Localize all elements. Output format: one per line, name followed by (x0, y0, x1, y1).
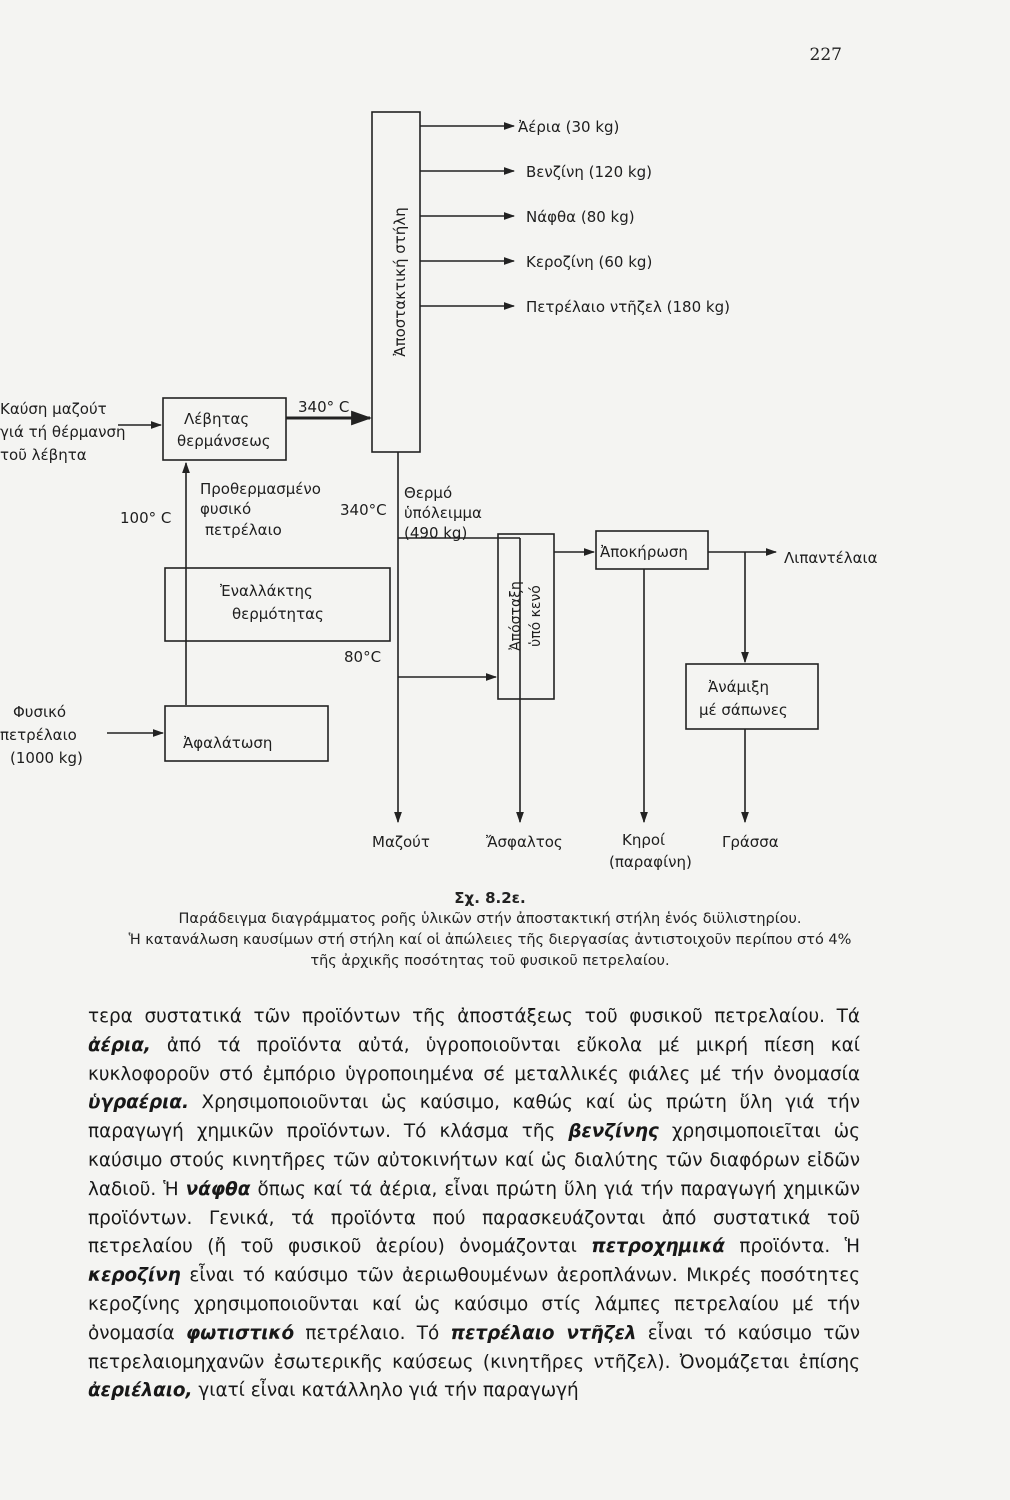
output-kerosene: Κεροζίνη (60 kg) (526, 253, 652, 271)
term-kerosene: κεροζίνη (88, 1265, 181, 1287)
mixing-box (685, 663, 819, 730)
body-text-10: γιατί εἶναι κατάλληλο γιά τήν παραγωγή (192, 1380, 579, 1402)
distillation-column-box (371, 111, 421, 453)
caption-line-3: τῆς ἀρχικῆς ποσότητας τοῦ φυσικοῦ πετρελ… (310, 953, 670, 969)
temp-340-mid: 340°C (340, 501, 387, 519)
residue-line-2: ὑπόλειμμα (404, 504, 482, 522)
body-text-1: τερα συστατικά τῶν προϊόντων τῆς ἀποστάξ… (88, 1006, 860, 1027)
figure-caption: Σχ. 8.2ε. Παράδειγμα διαγράμματος ροῆς ὑ… (60, 888, 920, 972)
temp-340-top: 340° C (298, 398, 349, 416)
mixing-label-1: Ἀνάμιξη (708, 678, 769, 696)
flow-diagram: Ἀποστακτική στήλη Ἀέρια (30 kg) Βενζίνη … (0, 111, 878, 871)
desalting-label: Ἀφαλάτωση (183, 734, 272, 752)
preheated-line-3: πετρέλαιο (205, 521, 282, 539)
heat-exchanger-box (164, 567, 391, 642)
caption-line-2: Ἡ κατανάλωση καυσίμων στή στήλη καί οἱ ἀ… (128, 932, 852, 948)
caption-line-1: Παράδειγμα διαγράμματος ροῆς ὑλικῶν στήν… (178, 911, 802, 927)
body-text-7: εἶναι τό καύσιμο τῶν ἀεριωθουμένων ἀεροπ… (88, 1265, 860, 1344)
body-text-3: Χρησιμοποιοῦνται ὡς καύσιμο, καθώς καί ὡ… (88, 1092, 860, 1143)
term-lamp-oil: φωτιστικό (185, 1322, 295, 1344)
output-gasoline: Βενζίνη (120 kg) (526, 163, 652, 181)
preheated-line-2: φυσικό (200, 500, 251, 518)
lubricants-label: Λιπαντέλαια (784, 549, 878, 567)
crude-line-2: πετρέλαιο (0, 726, 77, 744)
boiler-fuel-line-3: τοῦ λέβητα (0, 446, 87, 464)
caption-number: Σχ. 8.2ε. (454, 889, 526, 907)
residue-line-3: (490 kg) (404, 524, 467, 542)
body-text-9: εἶναι τό καύσιμο τῶν πετρελαιομηχανῶν ἐσ… (88, 1322, 860, 1373)
vacuum-column-box (497, 533, 555, 700)
bottom-asphalt: Ἄσφαλτος (486, 833, 563, 851)
term-gases: ἀέρια, (88, 1034, 151, 1056)
page-number: 227 (809, 45, 842, 65)
residue-line-1: Θερμό (404, 484, 452, 502)
term-naphtha: νάφθα (185, 1178, 251, 1200)
boiler-fuel-line-1: Καύση μαζούτ (0, 400, 107, 418)
boiler-label-1: Λέβητας (184, 410, 249, 428)
term-gasoline: βενζίνης (568, 1121, 659, 1143)
body-text-8: πετρέλαιο. Τό (294, 1322, 451, 1344)
vacuum-label-2: ὑπό κενό (528, 585, 544, 647)
body-text-5: ὅπως καί τά ἀέρια, εἶναι πρώτη ὕλη γιά τ… (88, 1178, 860, 1258)
boiler-label-2: θερμάνσεως (177, 432, 271, 450)
body-text-6: προϊόντα. Ἡ (724, 1236, 860, 1258)
dewaxing-label: Ἀποκήρωση (600, 543, 688, 561)
exchanger-label-1: Ἐναλλάκτης (220, 582, 313, 600)
vacuum-label-1: Ἀπόσταξη (508, 581, 524, 651)
crude-line-1: Φυσικό (13, 703, 66, 721)
bottom-grease: Γράσσα (722, 833, 779, 851)
body-text-2: ἀπό τά προϊόντα αὐτά, ὑγροποιοῦνται εὔκο… (88, 1034, 860, 1085)
output-gases: Ἀέρια (30 kg) (518, 118, 619, 136)
boiler-box (162, 397, 287, 461)
temp-80: 80°C (344, 648, 381, 666)
exchanger-label-2: θερμότητας (232, 605, 324, 623)
term-diesel: πετρέλαιο ντῆζελ (450, 1322, 637, 1344)
term-lpg: ὑγραέρια. (88, 1092, 189, 1114)
term-petrochemical: πετροχημικά (591, 1236, 725, 1258)
body-paragraph: τερα συστατικά τῶν προϊόντων τῆς ἀποστάξ… (88, 1003, 860, 1406)
output-diesel: Πετρέλαιο ντῆζελ (180 kg) (526, 298, 730, 316)
dewaxing-box (595, 530, 709, 570)
crude-line-3: (1000 kg) (10, 749, 83, 767)
desalting-box (164, 705, 329, 762)
column-label: Ἀποστακτική στήλη (391, 207, 409, 356)
mixing-label-2: μέ σάπωνες (699, 701, 788, 719)
output-naphtha: Νάφθα (80 kg) (526, 208, 635, 226)
body-text-4: χρησιμοποιεῖται ὡς καύσιμο στούς κινητῆρ… (88, 1121, 860, 1200)
bottom-waxes-2: (παραφίνη) (609, 853, 692, 871)
preheated-line-1: Προθερμασμένο (200, 480, 321, 498)
boiler-fuel-line-2: γιά τή θέρμανση (0, 423, 126, 441)
temp-100: 100° C (120, 509, 171, 527)
bottom-waxes-1: Κηροί (622, 831, 665, 849)
bottom-fuel-oil: Μαζούτ (372, 833, 430, 851)
term-gas-oil: ἀεριέλαιο, (88, 1380, 193, 1402)
